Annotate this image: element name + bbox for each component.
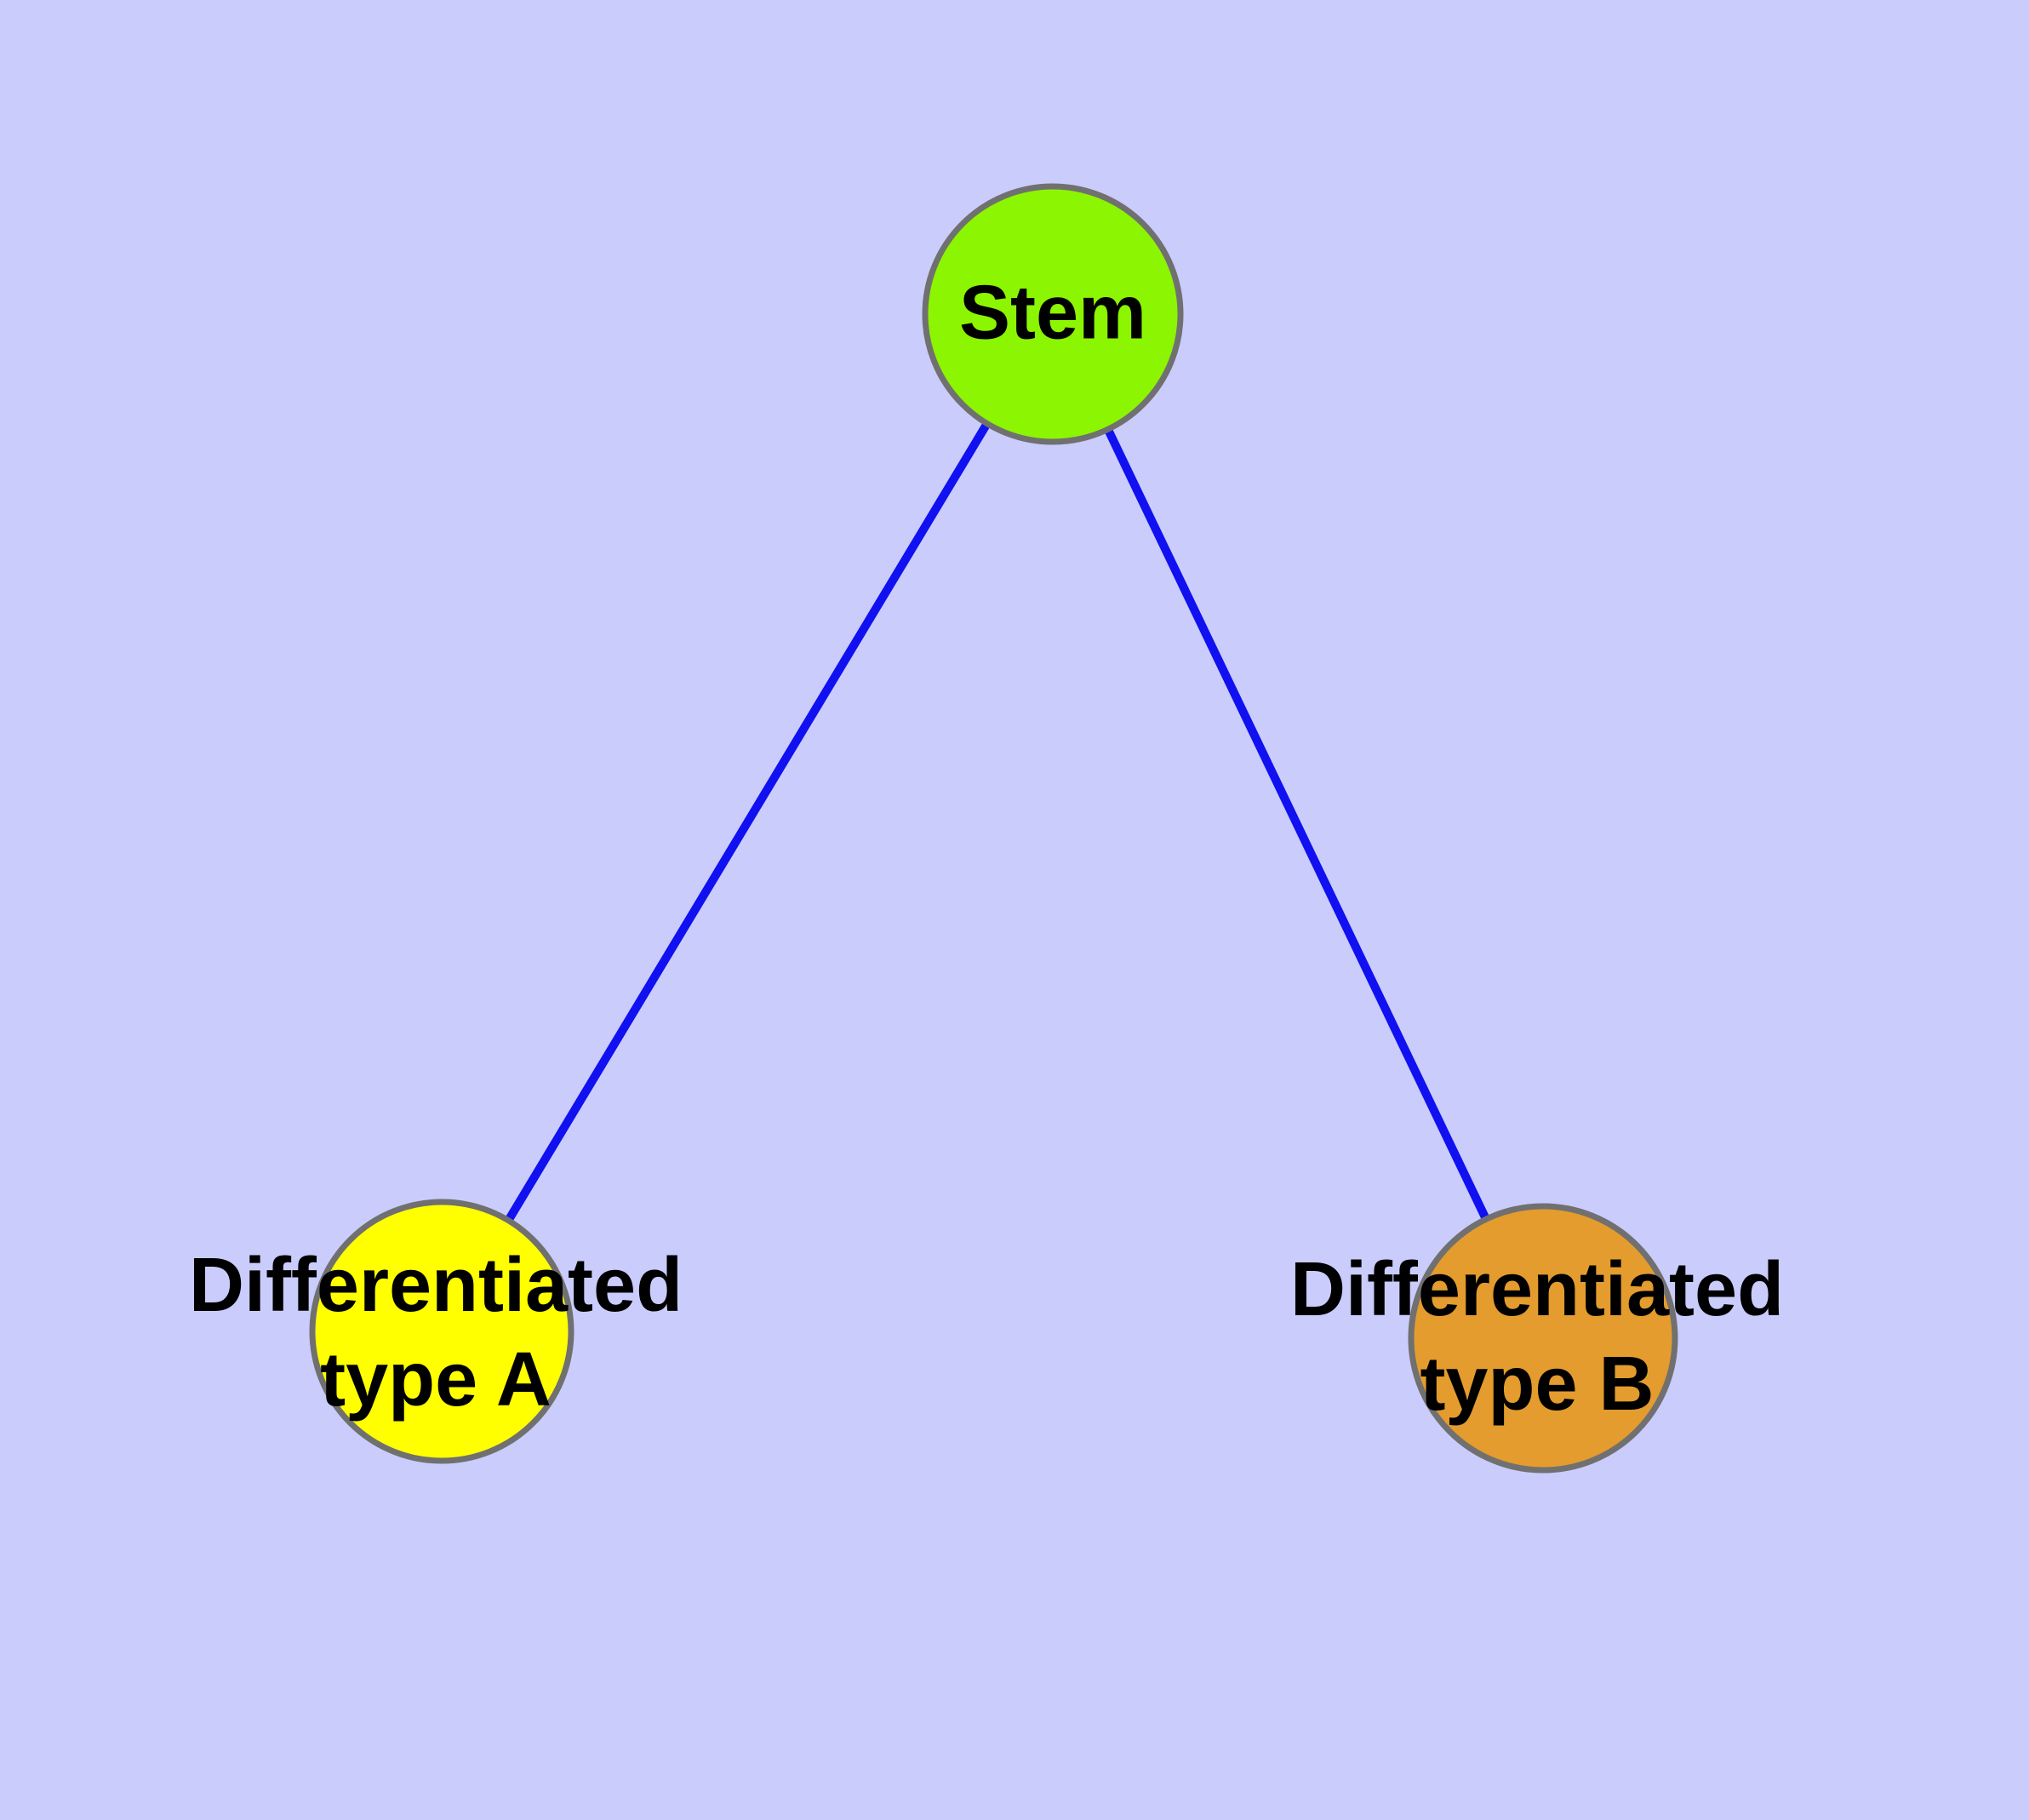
node-differentiated-type-b-circle — [1408, 1203, 1678, 1474]
edge-stem-to-type-b — [1049, 312, 1547, 1341]
node-differentiated-type-a-circle — [309, 1199, 574, 1464]
edge-stem-to-type-a — [437, 312, 1057, 1334]
node-stem-circle — [922, 183, 1184, 445]
